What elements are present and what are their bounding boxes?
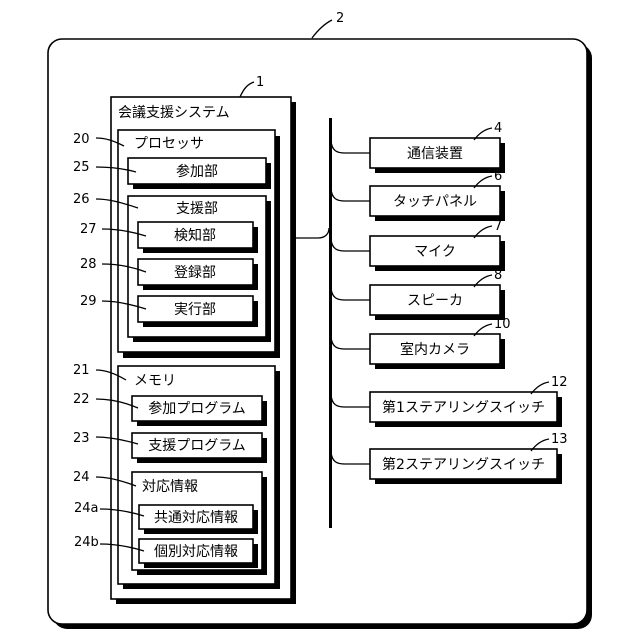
common-correspondence-ref: 24a xyxy=(74,501,99,516)
system-ref: 1 xyxy=(256,75,264,90)
peripheral-label: マイク xyxy=(414,244,456,260)
device-ref: 2 xyxy=(336,11,344,26)
support-program-ref: 23 xyxy=(73,431,90,446)
detection-unit-ref: 27 xyxy=(80,222,97,237)
common-correspondence-label: 共通対応情報 xyxy=(154,510,238,526)
peripheral-label: 室内カメラ xyxy=(400,341,470,358)
execution-unit-label: 実行部 xyxy=(174,302,216,318)
detection-unit-label: 検知部 xyxy=(174,227,216,244)
system-label: 会議支援システム xyxy=(118,104,230,121)
support-program-label: 支援プログラム xyxy=(148,438,246,454)
bus-line xyxy=(329,118,332,528)
processor-label: プロセッサ xyxy=(134,136,204,152)
participation-unit-ref: 25 xyxy=(73,160,90,175)
execution-unit-ref: 29 xyxy=(80,294,97,309)
correspondence-info-ref: 24 xyxy=(73,470,90,485)
peripheral-ref: 13 xyxy=(551,432,568,447)
participation-unit-label: 参加部 xyxy=(176,163,218,180)
peripheral-ref: 8 xyxy=(494,268,502,283)
peripheral-ref: 4 xyxy=(494,121,502,136)
processor-ref: 20 xyxy=(73,132,90,147)
memory-ref: 21 xyxy=(73,363,90,378)
registration-unit-ref: 28 xyxy=(80,257,97,272)
participation-program-label: 参加プログラム xyxy=(148,400,246,417)
memory-label: メモリ xyxy=(134,373,176,389)
peripheral-ref: 10 xyxy=(494,317,511,332)
peripheral-label: 第2ステアリングスイッチ xyxy=(382,456,545,473)
correspondence-info-label: 対応情報 xyxy=(142,479,198,495)
participation-program-ref: 22 xyxy=(73,392,90,407)
peripheral-label: タッチパネル xyxy=(393,194,477,210)
peripheral-label: 通信装置 xyxy=(407,146,463,162)
peripheral-ref: 7 xyxy=(494,219,502,234)
individual-correspondence-label: 個別対応情報 xyxy=(154,544,238,560)
peripheral-ref: 12 xyxy=(551,375,568,390)
individual-correspondence-ref: 24b xyxy=(74,535,99,550)
support-unit-label: 支援部 xyxy=(176,201,218,217)
support-unit-ref: 26 xyxy=(73,192,90,207)
peripheral-ref: 6 xyxy=(494,169,502,184)
peripheral-label: 第1ステアリングスイッチ xyxy=(382,399,545,416)
registration-unit-label: 登録部 xyxy=(174,265,216,281)
peripheral-label: スピーカ xyxy=(407,293,463,309)
